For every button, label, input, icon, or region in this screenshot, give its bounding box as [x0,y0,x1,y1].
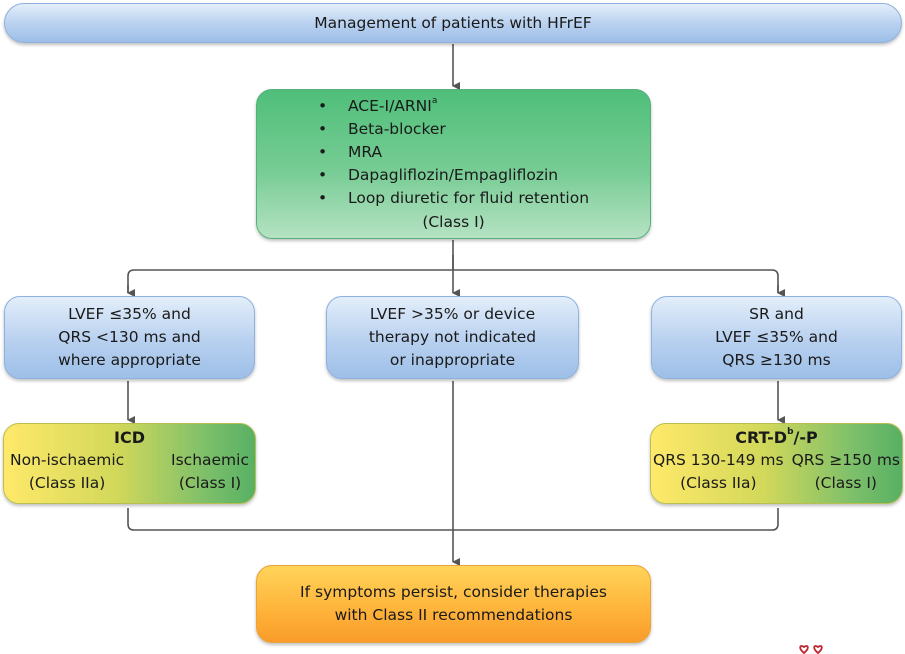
list-item: Dapagliflozin/Empagliflozin [318,164,589,187]
branch-left-box: LVEF ≤35% and QRS <130 ms and where appr… [4,296,255,379]
branch-text-line: LVEF ≤35% and [715,328,838,346]
class-note: (Class I) [422,212,485,231]
final-text-line: If symptoms persist, consider therapies [300,583,607,601]
icd-ischaemic: Ischaemic (Class I) [171,451,249,492]
branch-text-line: QRS <130 ms and [58,328,201,346]
branch-text-line: QRS ≥130 ms [722,351,831,369]
branch-middle-box: LVEF >35% or device therapy not indicate… [326,296,579,379]
crt-qrs-150: QRS ≥150 ms (Class I) [791,451,900,492]
crt-qrs-130-149: QRS 130-149 ms (Class IIa) [653,451,784,492]
branch-text-line: therapy not indicated [368,328,537,346]
diagram-title: Management of patients with HFrEF [314,13,592,32]
first-line-therapy-box: ACE-I/ARNIa Beta-blocker MRA Dapaglifloz… [256,89,651,239]
branch-text-line: or inappropriate [389,351,516,369]
line-split [127,269,779,293]
list-item: ACE-I/ARNIa [318,95,589,118]
branch-text-line: LVEF >35% or device [369,305,536,323]
esc-heart-logo-icon [799,645,823,654]
icd-title: ICD [114,428,145,447]
first-line-list: ACE-I/ARNIa Beta-blocker MRA Dapaglifloz… [318,95,589,210]
list-item: Beta-blocker [318,118,589,141]
final-text-line: with Class II recommendations [334,606,573,624]
branch-text-line: where appropriate [58,351,201,369]
branch-text-line: LVEF ≤35% and [68,305,191,323]
line-merge [127,508,779,531]
icd-box: ICD Non-ischaemic (Class IIa) Ischaemic … [3,423,256,504]
branch-right-box: SR and LVEF ≤35% and QRS ≥130 ms [651,296,902,379]
title-box: Management of patients with HFrEF [4,3,902,43]
crt-title: CRT-Db/-P [735,427,818,447]
list-item: Loop diuretic for fluid retention [318,187,589,210]
crt-box: CRT-Db/-P QRS 130-149 ms (Class IIa) QRS… [650,423,903,504]
icd-non-ischaemic: Non-ischaemic (Class IIa) [10,451,125,492]
branch-text-line: SR and [749,305,804,323]
final-recommendation-box: If symptoms persist, consider therapies … [256,565,651,643]
list-item: MRA [318,141,589,164]
